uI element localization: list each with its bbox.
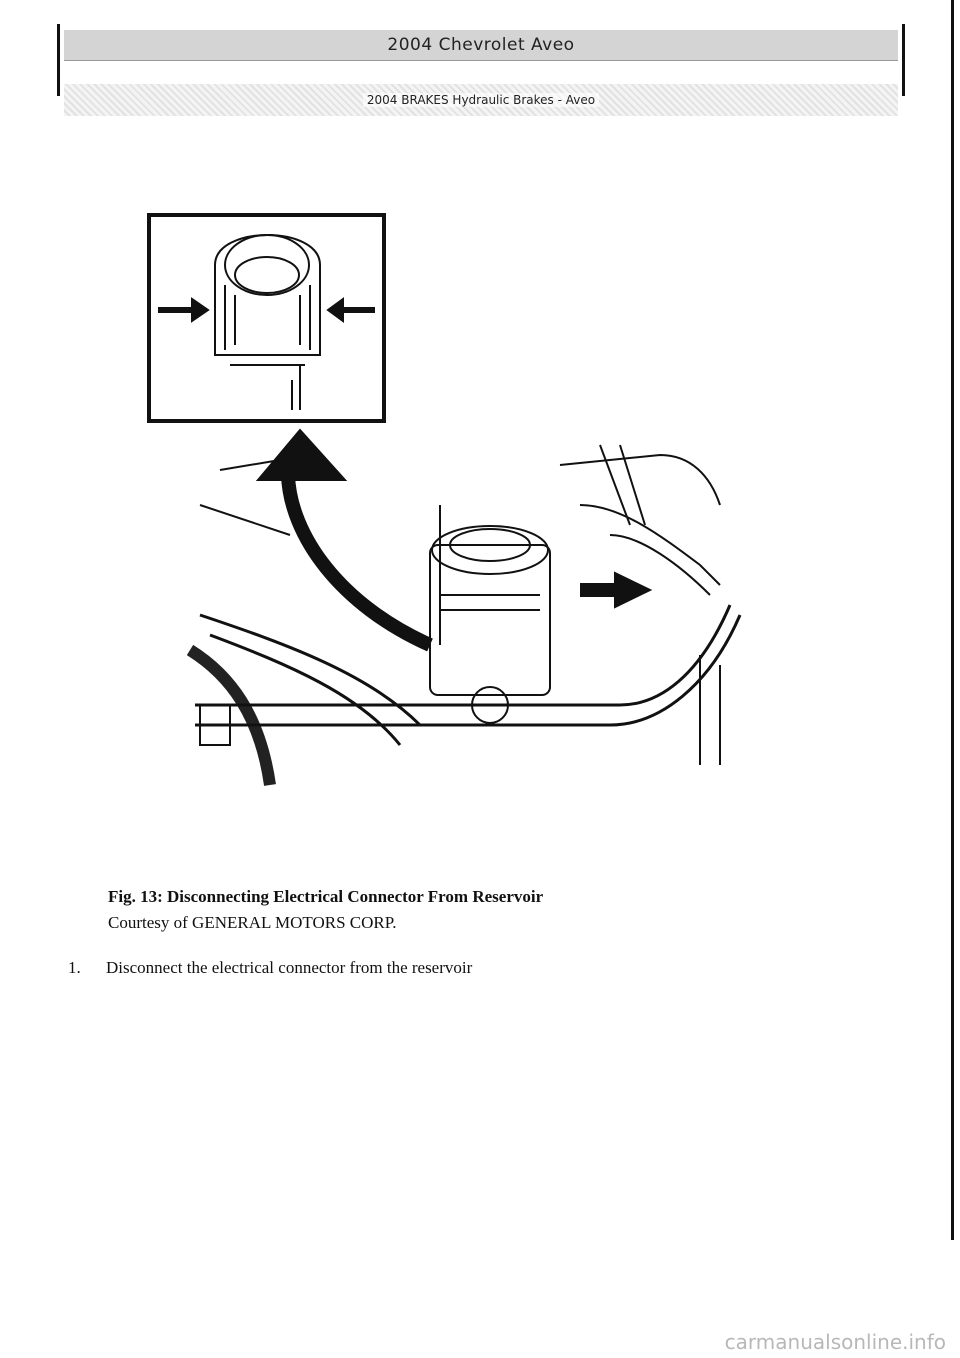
figure-illustration (140, 205, 760, 805)
figure-caption-title: Fig. 13: Disconnecting Electrical Connec… (108, 887, 544, 906)
step-text: Disconnect the electrical connector from… (106, 958, 473, 977)
procedure-step: 1. Disconnect the electrical connector fr… (68, 958, 472, 978)
page-header: 2004 Chevrolet Aveo 2004 BRAKES Hydrauli… (57, 24, 905, 116)
page-right-rule (951, 0, 954, 1240)
figure-caption-credit: Courtesy of GENERAL MOTORS CORP. (108, 913, 397, 932)
figure-caption: Fig. 13: Disconnecting Electrical Connec… (108, 884, 543, 936)
document-subtitle: 2004 BRAKES Hydraulic Brakes - Aveo (362, 93, 600, 107)
watermark-text: carmanualsonline.info (724, 1330, 946, 1354)
step-number: 1. (68, 958, 81, 977)
connector-reservoir-drawing (147, 213, 742, 786)
document-title: 2004 Chevrolet Aveo (387, 35, 575, 55)
inset-detail-frame (147, 213, 386, 423)
header-title-band: 2004 Chevrolet Aveo (64, 30, 898, 61)
header-left-rule (57, 24, 60, 96)
header-right-rule (902, 24, 905, 96)
header-subtitle-band: 2004 BRAKES Hydraulic Brakes - Aveo (64, 84, 898, 116)
